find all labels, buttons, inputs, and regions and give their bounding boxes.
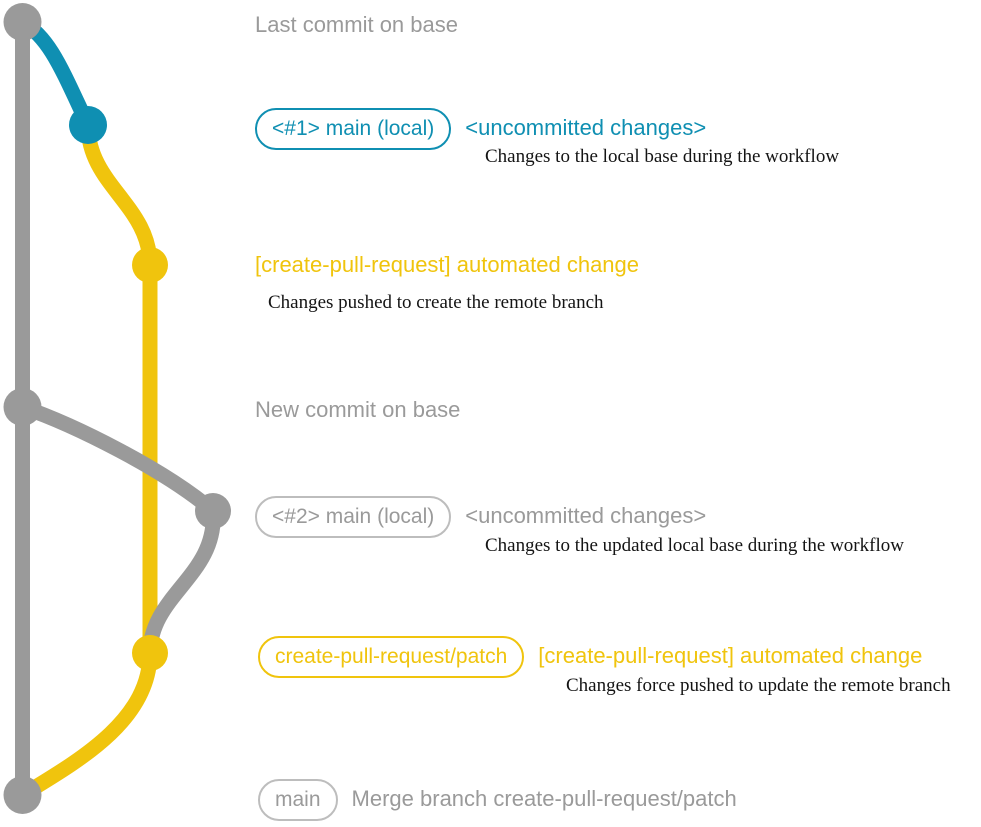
- branch-pill-local-1[interactable]: <#1> main (local): [255, 108, 452, 150]
- local2-branch-in-line: [142, 503, 221, 661]
- local2-branch-out-line: [15, 399, 221, 519]
- commit-subject-local-commit-1: <uncommitted changes>: [465, 115, 707, 140]
- commit-note-local-commit-2: Changes to the updated local base during…: [485, 535, 904, 556]
- commit-subject-automated-change-1: [create-pull-request] automated change: [255, 252, 640, 277]
- entry-new-commit-on-base: New commit on base: [255, 399, 460, 421]
- entry-local-commit-2: <#2> main (local) <uncommitted changes>: [255, 496, 706, 538]
- branch-pill-patch[interactable]: create-pull-request/patch: [258, 636, 525, 678]
- branch-pill-local-2[interactable]: <#2> main (local): [255, 496, 452, 538]
- entry-merge-commit: main Merge branch create-pull-request/pa…: [258, 779, 737, 821]
- branch-pill-main[interactable]: main: [258, 779, 338, 821]
- commit-node-automated-change-2[interactable]: [132, 635, 168, 671]
- entry-local-commit-1: <#1> main (local) <uncommitted changes>: [255, 108, 706, 150]
- entry-automated-change-1: [create-pull-request] automated change: [255, 254, 639, 276]
- commit-note-automated-change-1: Changes pushed to create the remote bran…: [268, 292, 604, 313]
- commit-note-local-commit-1: Changes to the local base during the wor…: [485, 146, 840, 167]
- commit-node-merge-commit[interactable]: [3, 776, 42, 814]
- entry-last-commit-on-base: Last commit on base: [255, 14, 458, 36]
- commit-node-local-commit-1[interactable]: [69, 106, 107, 144]
- patch-merge-line: [15, 645, 158, 803]
- commit-node-new-commit-on-base[interactable]: [3, 388, 42, 426]
- commit-node-local-commit-2[interactable]: [195, 493, 231, 529]
- commit-node-automated-change-1[interactable]: [132, 247, 168, 283]
- commit-subject-local-commit-2: <uncommitted changes>: [465, 503, 707, 528]
- commit-subject-automated-change-2: [create-pull-request] automated change: [538, 643, 923, 668]
- entry-automated-change-2: create-pull-request/patch [create-pull-r…: [258, 636, 922, 678]
- commit-subject-merge-commit: Merge branch create-pull-request/patch: [351, 786, 737, 811]
- branch-graph: [3, 3, 231, 814]
- commit-node-last-commit-on-base[interactable]: [3, 3, 42, 41]
- commit-note-automated-change-2: Changes force pushed to update the remot…: [566, 675, 951, 696]
- commit-subject-last-commit-on-base: Last commit on base: [255, 12, 458, 37]
- commit-subject-new-commit-on-base: New commit on base: [255, 397, 461, 422]
- patch-branch-upper-line: [80, 117, 158, 273]
